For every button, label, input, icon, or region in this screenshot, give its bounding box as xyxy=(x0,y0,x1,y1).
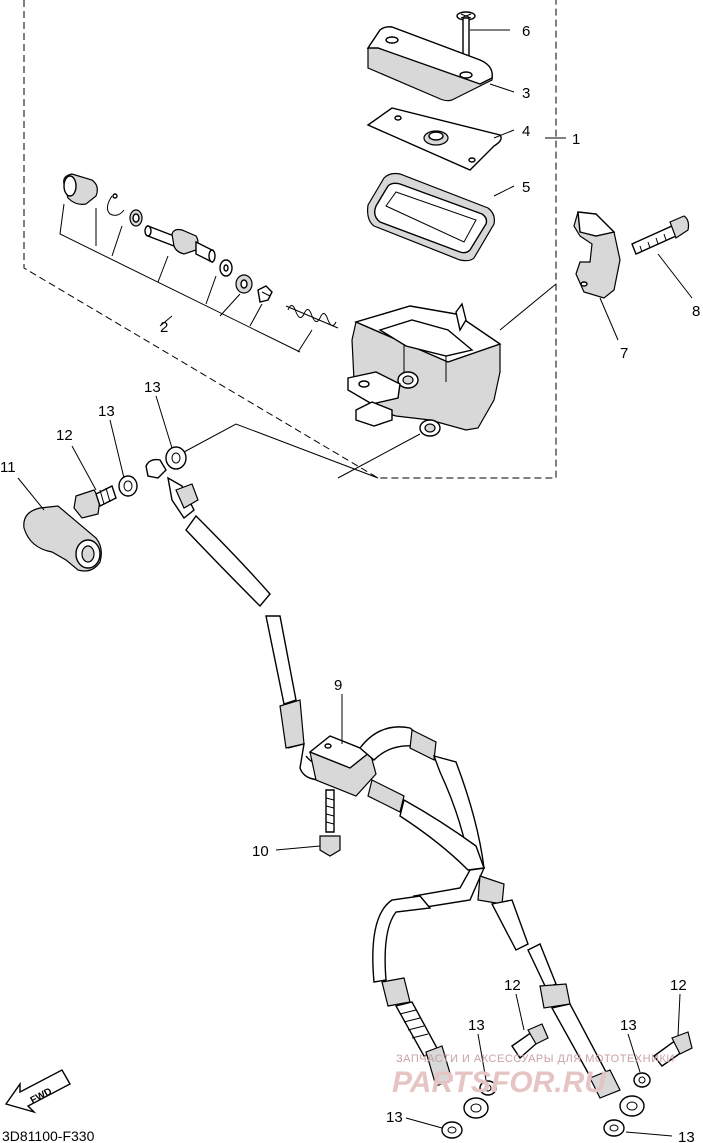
handlebar-holder xyxy=(573,211,621,299)
diaphragm-plate xyxy=(366,107,502,171)
joint-bolt xyxy=(319,789,341,857)
holder-bolt xyxy=(631,215,690,255)
watermark-logo-text: PARTSFOR.RU xyxy=(392,1066,607,1099)
callout-2: 2 xyxy=(160,319,168,336)
callout-9: 9 xyxy=(334,677,342,694)
assembly-boundary xyxy=(23,0,557,479)
callout-5: 5 xyxy=(522,179,530,196)
three-way-joint xyxy=(308,735,377,797)
union-bolt-upper xyxy=(73,485,117,519)
callout-13-upper-a: 13 xyxy=(98,403,115,420)
copper-washer-right-a xyxy=(633,1072,651,1088)
right-brake-hose xyxy=(359,726,645,1117)
union-bolt-left-caliper xyxy=(511,1023,549,1060)
copper-washer-b xyxy=(165,446,187,470)
callout-6: 6 xyxy=(522,23,530,40)
callout-7: 7 xyxy=(620,345,628,362)
callout-12-middle: 12 xyxy=(504,977,521,994)
union-bolt-cover xyxy=(23,505,102,572)
callout-1: 1 xyxy=(572,131,580,148)
reservoir-cap xyxy=(366,26,493,102)
copper-washer-left-b xyxy=(441,1121,463,1139)
cover-screw xyxy=(456,11,476,72)
callout-3: 3 xyxy=(522,85,530,102)
diagram-reference-code: 3D81100-F330 xyxy=(2,1128,95,1143)
callout-11: 11 xyxy=(0,459,16,476)
callout-13-right: 13 xyxy=(620,1017,637,1034)
callout-4: 4 xyxy=(522,123,530,140)
copper-washer-right-b xyxy=(603,1119,625,1137)
watermark-tagline: ЗАПЧАСТИ И АКСЕССУАРЫ ДЛЯ МОТОТЕХНИКИ xyxy=(396,1053,675,1065)
union-bolt-right-caliper xyxy=(652,1031,693,1067)
copper-washer-a xyxy=(118,475,138,497)
reservoir-gasket xyxy=(367,172,495,262)
upper-brake-hose xyxy=(145,458,327,781)
callout-13-bottom-right: 13 xyxy=(678,1129,695,1143)
callout-13-upper-b: 13 xyxy=(144,379,161,396)
copper-washer-left-a xyxy=(479,1080,497,1096)
leader-lines xyxy=(17,29,693,1137)
callout-10: 10 xyxy=(252,843,269,860)
forward-arrow-icon: FWD xyxy=(4,1069,71,1114)
callout-13-middle: 13 xyxy=(468,1017,485,1034)
callout-12-upper: 12 xyxy=(56,427,73,444)
callout-13-bottom-left: 13 xyxy=(386,1109,403,1126)
master-cylinder-body xyxy=(347,302,502,437)
piston-kit xyxy=(59,173,339,353)
callout-12-right: 12 xyxy=(670,977,687,994)
callout-8: 8 xyxy=(692,303,700,320)
left-brake-hose xyxy=(367,779,489,1119)
